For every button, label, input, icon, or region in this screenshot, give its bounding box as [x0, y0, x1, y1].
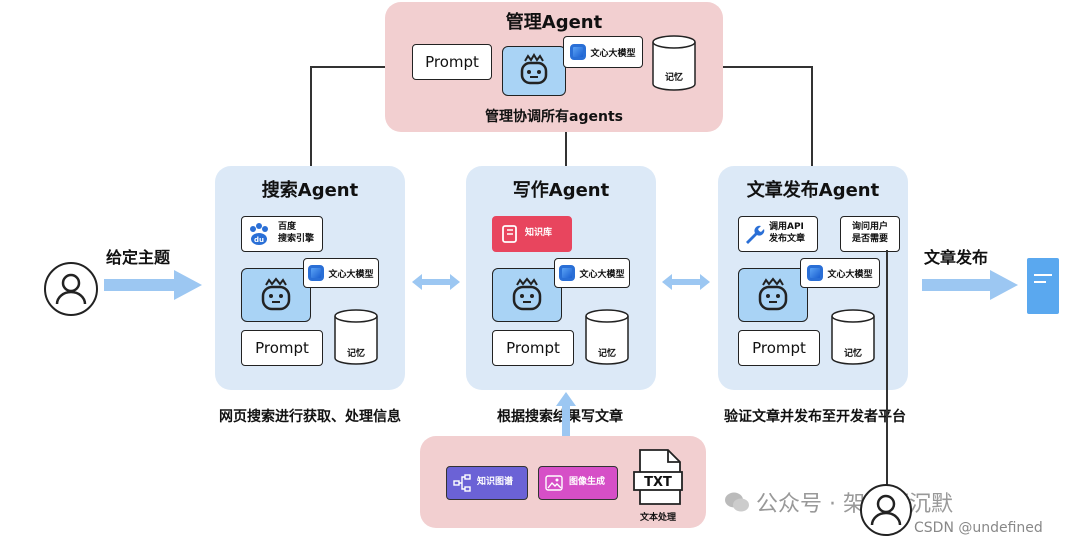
wenxin-icon — [308, 265, 325, 281]
publish-agent-caption: 验证文章并发布至开发者平台 — [724, 409, 906, 425]
txt-file-icon — [633, 449, 683, 505]
graph-icon — [453, 474, 471, 492]
write-wenxin-badge: 文心大模型 — [554, 258, 630, 288]
wechat-watermark-text: 公众号 · 架构师沉默 — [756, 492, 953, 517]
ask-user-label: 询问用户 是否需要 — [851, 222, 888, 244]
ask-user-connector — [886, 250, 888, 485]
manager-caption: 管理协调所有agents — [485, 109, 623, 125]
book-icon — [502, 225, 517, 243]
image-icon — [545, 475, 563, 491]
input-user-avatar — [44, 262, 98, 316]
wrench-icon — [746, 225, 765, 244]
input-arrow — [104, 270, 202, 300]
publish-api-tool: 调用API 发布文章 — [738, 216, 818, 252]
output-arrow — [922, 270, 1018, 300]
wenxin-icon — [807, 265, 824, 281]
write-publish-double-arrow — [662, 274, 710, 290]
wenxin-label: 文心大模型 — [579, 269, 625, 280]
connector-mid-v — [565, 132, 567, 166]
manager-agent-title: 管理Agent — [505, 12, 603, 33]
publish-api-label: 调用API 发布文章 — [769, 222, 806, 244]
manager-agent-panel: 管理Agent Prompt 文心大模型 记忆 管理协调所有agents — [385, 2, 723, 132]
publish-agent-title: 文章发布Agent — [746, 180, 880, 201]
output-label: 文章发布 — [924, 248, 989, 267]
knowledge-graph-tool: 知识图谱 — [446, 466, 528, 500]
manager-robot — [502, 46, 566, 96]
write-agent-caption: 根据搜索结果写文章 — [497, 409, 623, 425]
text-processing-label: 文本处理 — [639, 513, 676, 523]
connector-right-v — [811, 66, 813, 166]
user-icon — [870, 494, 902, 526]
search-prompt-card: Prompt — [241, 330, 323, 366]
publish-prompt-card: Prompt — [738, 330, 820, 366]
wenxin-label: 文心大模型 — [590, 48, 636, 59]
knowledge-graph-label: 知识图谱 — [477, 477, 514, 488]
image-gen-tool: 图像生成 — [538, 466, 618, 500]
baidu-search-label: 百度 搜索引擎 — [278, 222, 315, 244]
publish-wenxin-badge: 文心大模型 — [800, 258, 880, 288]
svg-text:du: du — [254, 236, 264, 244]
search-agent-caption: 网页搜索进行获取、处理信息 — [219, 409, 401, 425]
publish-robot — [738, 268, 808, 322]
write-memory-icon — [585, 309, 629, 365]
manager-memory-label: 记忆 — [664, 73, 683, 83]
user-icon — [55, 273, 87, 305]
image-gen-label: 图像生成 — [569, 477, 606, 488]
write-robot — [492, 268, 562, 322]
wenxin-label: 文心大模型 — [827, 269, 873, 280]
connector-left-h — [310, 66, 385, 68]
knowledge-base-tool: 知识库 — [492, 216, 572, 252]
input-label: 给定主题 — [106, 248, 171, 267]
search-memory-icon — [334, 309, 378, 365]
manager-memory-icon — [652, 35, 696, 91]
write-prompt-card: Prompt — [492, 330, 574, 366]
document-icon — [1027, 258, 1059, 314]
baidu-paw-icon: du — [250, 223, 268, 245]
write-agent-panel: 写作Agent 知识库 文心大模型 Prompt 记忆 — [466, 166, 656, 390]
connector-left-v — [310, 66, 312, 166]
search-wenxin-badge: 文心大模型 — [303, 258, 379, 288]
manager-prompt-card: Prompt — [412, 44, 492, 80]
robot-icon — [758, 277, 788, 311]
wenxin-icon — [570, 44, 587, 60]
robot-icon — [261, 277, 291, 311]
csdn-watermark: CSDN @undefined — [914, 520, 1043, 536]
publish-memory-label: 记忆 — [843, 349, 862, 359]
wechat-icon — [725, 492, 749, 512]
write-memory-label: 记忆 — [597, 349, 616, 359]
robot-icon — [520, 53, 548, 85]
publish-agent-panel: 文章发布Agent 调用API 发布文章 询问用户 是否需要 文心大模型 Pro… — [718, 166, 908, 390]
document-line-1 — [1034, 274, 1052, 276]
publish-memory-icon — [831, 309, 875, 365]
wenxin-label: 文心大模型 — [328, 269, 374, 280]
manager-wenxin-badge: 文心大模型 — [563, 36, 643, 68]
connector-right-h — [722, 66, 812, 68]
output-user-avatar — [860, 484, 912, 536]
ask-user-tool: 询问用户 是否需要 — [840, 216, 900, 252]
knowledge-base-label: 知识库 — [525, 228, 553, 239]
search-agent-panel: 搜索Agent du 百度 搜索引擎 文心大模型 Prompt 记忆 — [215, 166, 405, 390]
wechat-watermark: 公众号 · 架构师沉默 — [724, 486, 953, 518]
search-agent-title: 搜索Agent — [261, 180, 359, 201]
txt-label: TXT — [644, 475, 672, 490]
search-write-double-arrow — [412, 274, 460, 290]
bottom-up-arrow — [556, 392, 576, 438]
document-line-2 — [1034, 281, 1046, 283]
wenxin-icon — [559, 265, 576, 281]
write-agent-title: 写作Agent — [512, 180, 610, 201]
robot-icon — [512, 277, 542, 311]
search-memory-label: 记忆 — [346, 349, 365, 359]
search-robot — [241, 268, 311, 322]
baidu-search-tool: du 百度 搜索引擎 — [241, 216, 323, 252]
bottom-tools-panel: 知识图谱 图像生成 TXT 文本处理 — [420, 436, 706, 528]
